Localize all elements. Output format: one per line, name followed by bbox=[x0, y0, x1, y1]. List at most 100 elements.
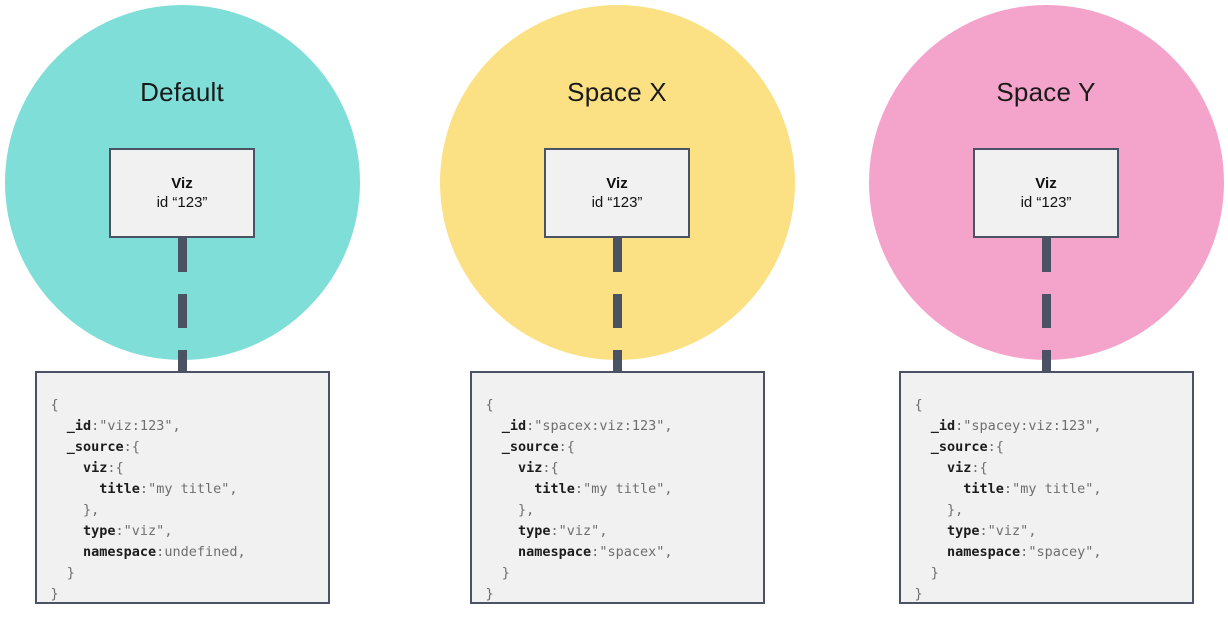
code-token: : bbox=[115, 523, 124, 539]
code-token: , bbox=[599, 523, 608, 539]
document-code-box: { _id:"spacex:viz:123", _source:{ viz:{ … bbox=[469, 371, 765, 605]
viz-node-id-label: id “123” bbox=[156, 193, 208, 211]
code-token: { bbox=[50, 397, 59, 413]
code-line: namespace:"spacex", bbox=[486, 542, 763, 563]
code-token: : bbox=[1003, 481, 1013, 497]
code-token: title bbox=[963, 481, 1004, 497]
code-token: , bbox=[164, 523, 173, 539]
code-token: : bbox=[550, 523, 559, 539]
code-token: } bbox=[501, 565, 510, 581]
dashed-connector bbox=[177, 238, 187, 372]
code-line: } bbox=[915, 584, 1192, 605]
code-line: } bbox=[915, 563, 1192, 584]
code-line: { bbox=[51, 395, 328, 416]
space-title: Space Y bbox=[996, 77, 1096, 107]
code-token: , bbox=[172, 418, 181, 434]
code-line: } bbox=[51, 563, 328, 584]
code-line: type:"viz", bbox=[486, 521, 763, 542]
viz-node-type-label: Viz bbox=[171, 174, 193, 192]
code-token: { bbox=[485, 397, 494, 413]
code-token: :{ bbox=[123, 439, 140, 455]
code-token: title bbox=[99, 481, 140, 497]
code-token: viz bbox=[518, 460, 543, 476]
code-token: } bbox=[930, 565, 939, 581]
code-line: title:"my title", bbox=[486, 479, 763, 500]
code-token: _source bbox=[930, 439, 988, 455]
code-token: "spacex:viz:123" bbox=[534, 418, 665, 434]
code-token: : bbox=[91, 418, 100, 434]
code-line: title:"my title", bbox=[51, 479, 328, 500]
code-line: _source:{ bbox=[915, 437, 1192, 458]
code-token: }, bbox=[83, 502, 100, 518]
code-token: "my title" bbox=[583, 481, 665, 497]
code-token: :{ bbox=[107, 460, 124, 476]
code-line: } bbox=[51, 584, 328, 605]
code-token: "my title" bbox=[1012, 481, 1094, 497]
code-token: , bbox=[664, 418, 673, 434]
code-token: type bbox=[518, 523, 551, 539]
code-token: }, bbox=[947, 502, 964, 518]
code-token: "viz" bbox=[987, 523, 1029, 539]
code-token: _source bbox=[501, 439, 559, 455]
code-token: undefined bbox=[164, 544, 238, 560]
code-line: namespace:"spacey", bbox=[915, 542, 1192, 563]
code-token: : bbox=[139, 481, 149, 497]
code-token: type bbox=[947, 523, 980, 539]
space-title: Default bbox=[140, 77, 224, 107]
code-token: :{ bbox=[542, 460, 559, 476]
code-token: } bbox=[485, 586, 494, 602]
code-token: , bbox=[1093, 481, 1102, 497]
code-token: }, bbox=[518, 502, 535, 518]
code-line: viz:{ bbox=[915, 458, 1192, 479]
code-line: title:"my title", bbox=[915, 479, 1192, 500]
code-token: : bbox=[979, 523, 988, 539]
viz-node-id-label: id “123” bbox=[1020, 193, 1072, 211]
viz-node-type-label: Viz bbox=[1035, 174, 1057, 192]
dashed-connector bbox=[1041, 238, 1051, 372]
dashed-connector bbox=[612, 238, 622, 372]
code-line: _source:{ bbox=[51, 437, 328, 458]
code-token: namespace bbox=[518, 544, 592, 560]
code-token: title bbox=[534, 481, 575, 497]
code-line: } bbox=[486, 584, 763, 605]
code-token: { bbox=[914, 397, 923, 413]
code-token: _source bbox=[66, 439, 124, 455]
code-line: viz:{ bbox=[486, 458, 763, 479]
code-token: : bbox=[156, 544, 165, 560]
code-token: _id bbox=[930, 418, 956, 434]
code-token: _id bbox=[66, 418, 92, 434]
document-code-box: { _id:"viz:123", _source:{ viz:{ title:"… bbox=[34, 371, 330, 605]
code-token: namespace bbox=[83, 544, 157, 560]
code-token: viz bbox=[947, 460, 972, 476]
code-token: "viz" bbox=[558, 523, 600, 539]
code-token: : bbox=[526, 418, 535, 434]
code-token: , bbox=[237, 544, 246, 560]
code-line: _source:{ bbox=[486, 437, 763, 458]
code-token: : bbox=[574, 481, 584, 497]
code-line: }, bbox=[51, 500, 328, 521]
code-token: , bbox=[1028, 523, 1037, 539]
code-token: , bbox=[1093, 418, 1102, 434]
code-token: viz bbox=[83, 460, 108, 476]
code-token: "spacey:viz:123" bbox=[963, 418, 1094, 434]
code-token: "viz:123" bbox=[99, 418, 173, 434]
code-line: } bbox=[486, 563, 763, 584]
code-line: type:"viz", bbox=[915, 521, 1192, 542]
code-line: _id:"spacex:viz:123", bbox=[486, 416, 763, 437]
code-token: } bbox=[914, 586, 923, 602]
viz-node-id-label: id “123” bbox=[591, 193, 643, 211]
code-token: type bbox=[83, 523, 116, 539]
code-token: "viz" bbox=[123, 523, 165, 539]
code-line: _id:"viz:123", bbox=[51, 416, 328, 437]
code-token: :{ bbox=[558, 439, 575, 455]
code-token: "spacex" bbox=[599, 544, 665, 560]
code-token: "spacey" bbox=[1028, 544, 1094, 560]
code-token: } bbox=[50, 586, 59, 602]
code-token: } bbox=[66, 565, 75, 581]
